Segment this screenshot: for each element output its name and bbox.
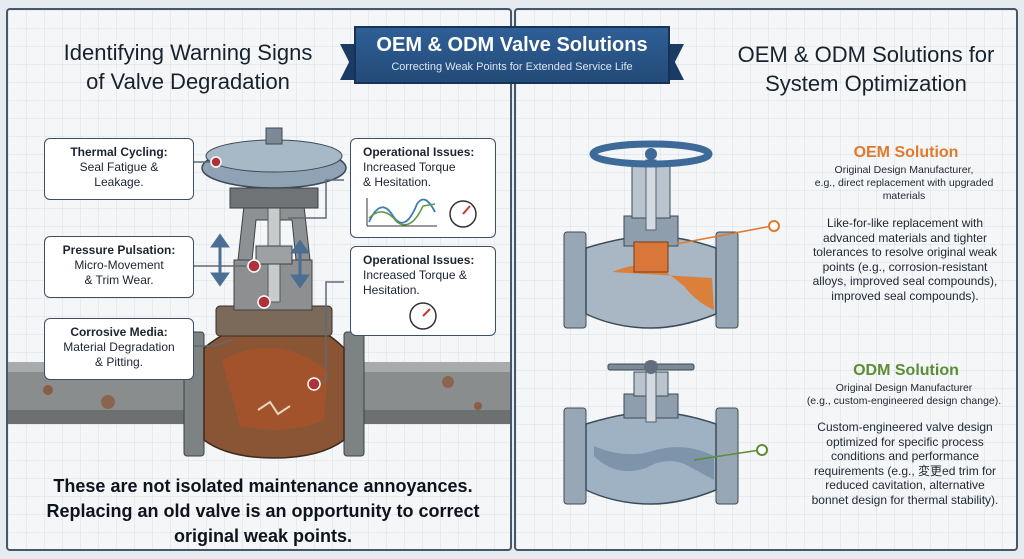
callout-title: Operational Issues:	[363, 253, 475, 267]
oem-solution-subtitle: Original Design Manufacturer, e.g., dire…	[814, 164, 994, 202]
callout-title: Thermal Cycling:	[70, 145, 168, 159]
valve-solutions-illustration	[563, 140, 780, 505]
odm-valve-illustration	[563, 360, 739, 505]
odm-solution-subtitle: Original Design Manufacturer (e.g., cust…	[806, 382, 1002, 407]
marker-actuator	[210, 156, 222, 168]
bottom-statement: These are not isolated maintenance annoy…	[46, 476, 480, 546]
banner-subtitle: Correcting Weak Points for Extended Serv…	[391, 61, 633, 73]
thermal-cycling-callout: Thermal Cycling: Seal Fatigue & Leakage.	[44, 138, 194, 200]
operational-issues-callout-2: Operational Issues: Increased Torque & H…	[350, 246, 496, 336]
marker-stem	[257, 295, 271, 309]
banner-title: OEM & ODM Valve Solutions	[376, 34, 648, 56]
oem-solution-heading: OEM Solution	[853, 144, 959, 161]
corrosive-media-callout: Corrosive Media: Material Degradation & …	[44, 318, 194, 380]
odm-solution-description: Custom-engineered valve design optimized…	[811, 420, 999, 507]
solutions-title: OEM & ODM Solutions for System Optimizat…	[737, 42, 995, 96]
banner-body: OEM & ODM Valve Solutions Correcting Wea…	[354, 26, 670, 84]
torque-graph-icon	[366, 198, 477, 228]
gauge-icon	[409, 302, 437, 330]
callout-title: Pressure Pulsation:	[62, 243, 176, 257]
oem-valve-illustration	[563, 140, 739, 329]
callout-body: Micro-Movement & Trim Wear.	[74, 258, 164, 287]
marker-body	[307, 377, 321, 391]
corroded-valve-illustration	[8, 127, 510, 459]
marker-trim	[247, 259, 261, 273]
pressure-pulsation-callout: Pressure Pulsation: Micro-Movement & Tri…	[44, 236, 194, 298]
solutions-panel: OEM & ODM Solutions for System Optimizat…	[514, 8, 1018, 551]
callout-body: Increased Torque & Hesitation.	[363, 160, 456, 189]
callout-title: Operational Issues:	[363, 145, 475, 159]
warning-signs-panel: Identifying Warning Signs of Valve Degra…	[6, 8, 512, 551]
callout-title: Corrosive Media:	[70, 325, 168, 339]
odm-solution-heading: ODM Solution	[853, 362, 959, 379]
callout-body: Seal Fatigue & Leakage.	[79, 160, 159, 189]
callout-body: Increased Torque & Hesitation.	[363, 268, 467, 297]
title-banner: OEM & ODM Valve Solutions Correcting Wea…	[340, 22, 684, 92]
operational-issues-callout-1: Operational Issues: Increased Torque & H…	[350, 138, 496, 238]
oem-solution-description: Like-for-like replacement with advanced …	[812, 216, 998, 303]
warning-signs-title: Identifying Warning Signs of Valve Degra…	[63, 40, 313, 94]
callout-body: Material Degradation & Pitting.	[63, 340, 175, 369]
